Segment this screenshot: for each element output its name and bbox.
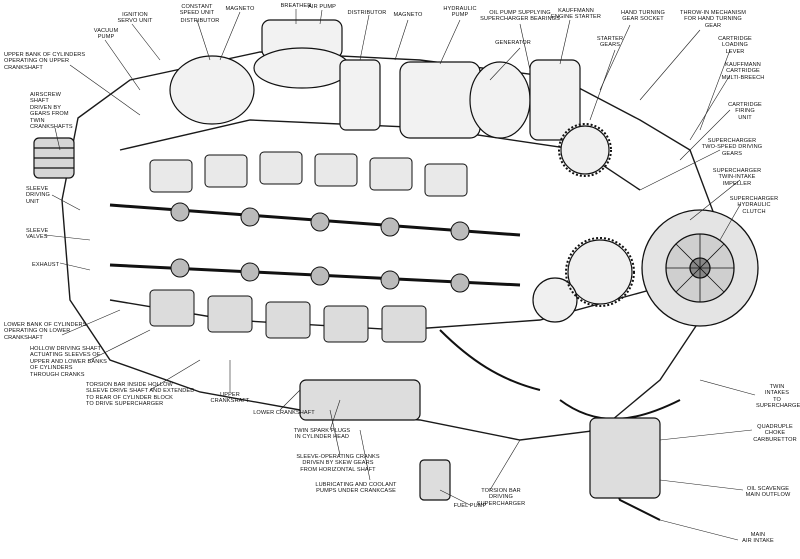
label-constant-speed-unit: Constant speed unit — [179, 4, 215, 17]
label-ignition-servo-unit: Ignition servo unit — [117, 12, 153, 25]
label-twin-intakes: Twin intakes to supercharger — [756, 384, 800, 410]
label-supercharger-impeller: Supercharger twin-intake impeller — [712, 168, 762, 187]
distributor-housing — [339, 59, 381, 131]
leader-lines — [44, 9, 756, 541]
label-hollow-driving-shaft: Hollow driving shaft actuating sleeves o… — [30, 346, 108, 378]
label-lubricating-pumps: Lubricating and coolant pumps under cran… — [315, 482, 397, 495]
label-magneto-left: Magneto — [225, 6, 255, 12]
label-torsion-bar-driving: Torsion bar driving supercharger — [476, 488, 526, 507]
label-air-pump: Air pump — [308, 4, 336, 10]
label-distributor-left: Distributor — [180, 18, 220, 24]
label-fuel-pump: Fuel pump — [453, 503, 487, 509]
intake-pipe — [439, 329, 541, 391]
label-breather: Breather — [280, 3, 312, 9]
label-lower-bank: Lower bank of cylinders operating on low… — [4, 322, 87, 341]
label-kauffmann-cartridge: Kauffmann cartridge multi-breech — [721, 62, 765, 81]
label-hydraulic-pump: Hydraulic pump — [443, 6, 477, 19]
label-sleeve-driving-unit: Sleeve driving unit — [26, 186, 51, 205]
label-main-air-intake: Main air intake — [742, 532, 774, 545]
label-cartridge-loading-lever: Cartridge loading lever — [718, 36, 752, 55]
label-sleeve-valves: Sleeve valves — [26, 228, 49, 241]
label-magneto-right: Magneto — [393, 12, 423, 18]
label-sleeve-operating-cranks: Sleeve-operating cranks driven by skew g… — [296, 454, 380, 473]
upper-cylinder-bank — [149, 151, 468, 197]
label-hand-turning-gear-socket: Hand turning gear socket — [621, 10, 665, 23]
label-kauffmann-engine-starter: Kauffmann engine starter — [551, 8, 601, 21]
generator-housing — [399, 61, 481, 139]
label-torsion-bar-inside: Torsion bar inside hollow sleeve drive s… — [86, 382, 195, 408]
carburettor-body — [589, 417, 661, 499]
label-throw-in-mechanism: Throw-in mechanism for hand turning gear — [679, 10, 747, 29]
label-lower-crankshaft: Lower crankshaft — [253, 410, 315, 416]
starter-housing — [529, 59, 581, 141]
label-starter-gears: Starter gears — [596, 36, 624, 49]
label-quadruple-carburettor: Quadruple choke carburettor — [753, 424, 797, 443]
label-generator: Generator — [495, 40, 531, 46]
label-upper-crankshaft: Upper crankshaft — [210, 392, 250, 405]
crankcase-outline — [61, 51, 721, 441]
label-exhaust: Exhaust — [32, 262, 60, 268]
drive-gears — [532, 125, 633, 323]
label-cartridge-firing-unit: Cartridge firing unit — [728, 102, 762, 121]
label-airscrew-shaft: Airscrew shaft driven by gears from twin… — [30, 92, 73, 131]
label-distributor-right: Distributor — [347, 10, 387, 16]
label-upper-bank: Upper bank of cylinders operating on upp… — [4, 52, 86, 71]
carburettor-pipe — [559, 399, 681, 420]
magneto-housing — [169, 55, 255, 125]
lower-cylinder-bank — [149, 289, 427, 343]
label-twin-spark-plugs: Twin spark plugs in cylinder head — [293, 428, 351, 441]
impeller-vanes — [666, 234, 734, 302]
label-vacuum-pump: Vacuum pump — [93, 28, 119, 41]
label-supercharger-two-speed: Supercharger two-speed driving gears — [701, 138, 763, 157]
fuel-pump-body — [419, 459, 451, 501]
label-oil-scavenge: Oil scavenge main outflow — [745, 486, 791, 499]
crankcase-sump — [299, 379, 421, 421]
label-oil-pump: Oil pump supplying supercharger bearings — [480, 10, 560, 23]
label-supercharger-clutch: Supercharger hydraulic clutch — [729, 196, 779, 215]
airscrew-shaft — [33, 137, 75, 179]
